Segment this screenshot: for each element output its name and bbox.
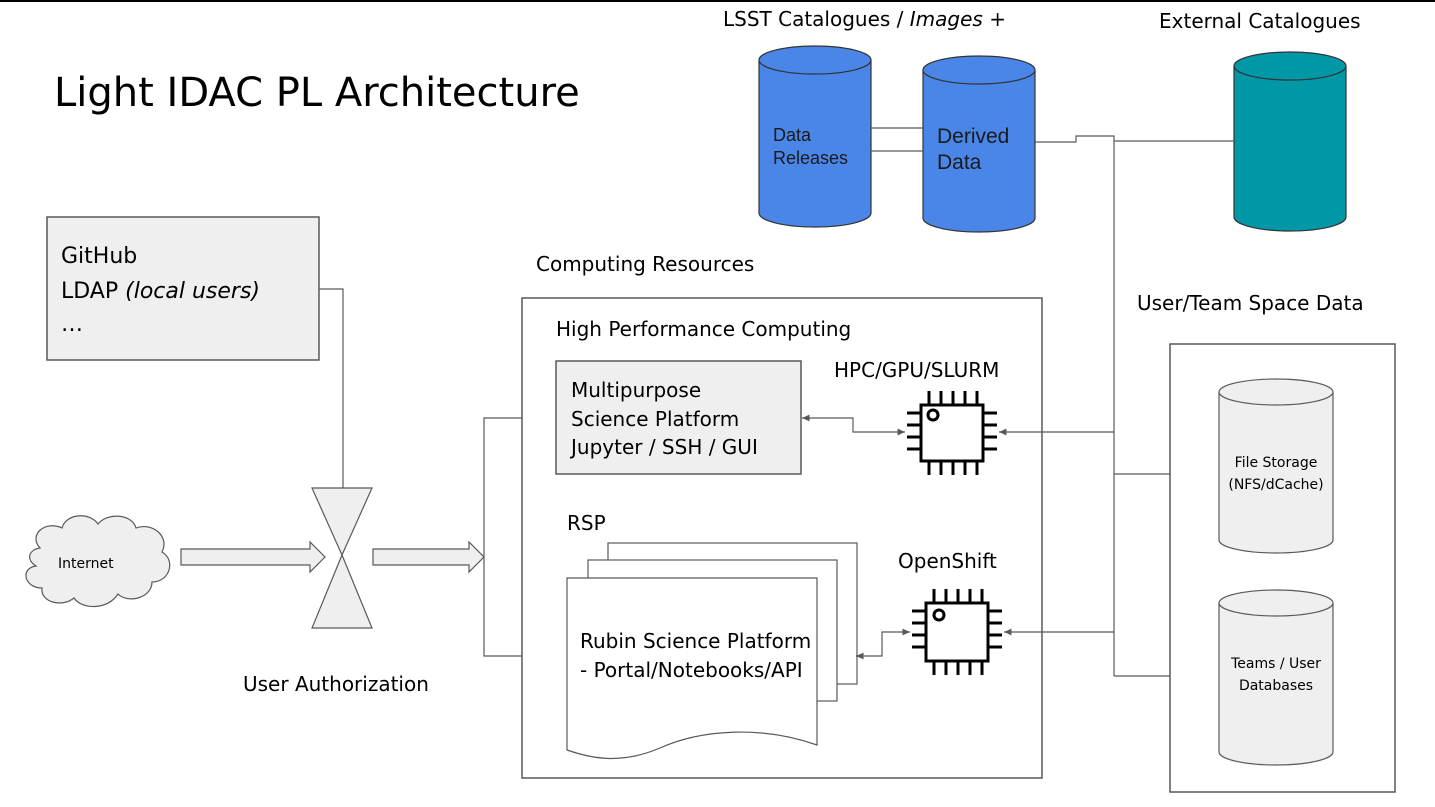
hpc-chip-label: HPC/GPU/SLURM: [834, 358, 1000, 382]
internet-label: Internet: [58, 556, 114, 572]
hourglass-top: [311, 487, 373, 557]
data-releases-cylinder: [758, 45, 872, 228]
openshift-chip-icon: [912, 589, 1002, 675]
lsst-header-italic: Images +: [909, 7, 1006, 31]
auth-source-more: …: [61, 312, 83, 337]
derived-data-backbone: [1035, 135, 1115, 676]
mpsp-label-3: Jupyter / SSH / GUI: [571, 435, 758, 459]
teams-db-label-2: Databases: [1238, 678, 1314, 694]
lsst-catalogues-header: LSST Catalogues / Images +: [723, 7, 1006, 31]
page-title: Light IDAC PL Architecture: [54, 70, 580, 116]
rsp-doc-front: [566, 577, 818, 759]
internet-cloud: [25, 515, 171, 608]
mpsp-label-2: Science Platform: [571, 407, 740, 431]
lsst-header-main: LSST Catalogues /: [723, 7, 910, 31]
openshift-label: OpenShift: [898, 549, 997, 573]
derived-data-label-1: Derived: [937, 125, 1010, 148]
data-releases-label-1: Data: [773, 125, 812, 145]
derived-data-label-2: Data: [937, 151, 982, 174]
hourglass-bottom: [311, 553, 373, 629]
auth-to-computing-arrow: [372, 540, 485, 574]
mpsp-label-1: Multipurpose: [571, 378, 702, 402]
rsp-label-2: - Portal/Notebooks/API: [580, 658, 803, 682]
user-authorization-label: User Authorization: [243, 672, 429, 696]
derived-data-cylinder: [922, 55, 1036, 233]
auth-source-ldap: LDAP (local users): [61, 279, 260, 304]
internet-to-auth-arrow: [180, 540, 326, 574]
rsp-header: RSP: [567, 511, 606, 535]
auth-source-ldap-note: (local users): [125, 279, 260, 304]
teams-db-label-1: Teams / User: [1231, 656, 1321, 672]
auth-sources-box: [46, 216, 320, 361]
hpc-header: High Performance Computing: [556, 317, 852, 341]
data-releases-label-2: Releases: [773, 148, 849, 168]
external-catalogues-header: External Catalogues: [1159, 9, 1361, 33]
file-storage-label-2: (NFS/dCache): [1228, 477, 1324, 493]
openshift-to-rsp-connector: [856, 628, 910, 660]
auth-to-hourglass-line: [319, 288, 344, 490]
mpsp-box: [555, 360, 802, 475]
teams-databases-cylinder: [1218, 589, 1334, 766]
user-team-space-header: User/Team Space Data: [1137, 291, 1364, 315]
computing-resources-header: Computing Resources: [536, 252, 755, 276]
rsp-label-1: Rubin Science Platform: [580, 629, 812, 653]
external-catalogues-cylinder: [1233, 51, 1347, 232]
hpc-chip-icon: [907, 391, 997, 475]
auth-source-ldap-main: LDAP: [61, 279, 126, 304]
file-storage-cylinder: [1218, 378, 1334, 554]
hpc-to-mpsp-connector: [802, 414, 905, 436]
file-storage-label-1: File Storage: [1234, 455, 1318, 471]
auth-source-github: GitHub: [61, 244, 138, 269]
